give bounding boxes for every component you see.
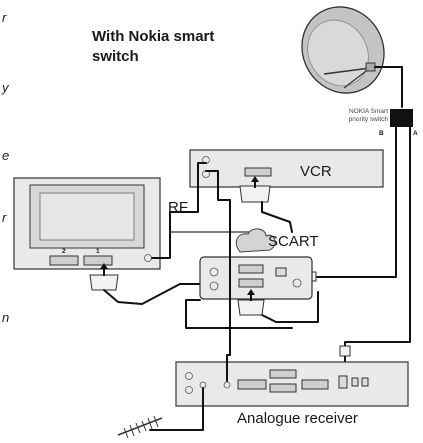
- analogue-scart-1: [237, 379, 267, 390]
- vcr-label: VCR: [300, 163, 332, 180]
- edge-char-4: r: [2, 210, 7, 225]
- analogue-scart-4: [301, 379, 329, 390]
- receiver-rf-in-connector: [209, 267, 219, 277]
- analogue-port-b: [351, 377, 359, 387]
- television: 2 1: [13, 177, 161, 270]
- analogue-lnb-plug: [339, 345, 351, 357]
- receiver-lnb-input: [292, 278, 302, 288]
- scart-cable-tv: [103, 283, 233, 305]
- vcr-body: [189, 149, 384, 188]
- terrestrial-antenna-icon: [117, 415, 163, 439]
- tv-scart-2-socket: [49, 255, 79, 266]
- scart-cable-vcr: [261, 201, 293, 233]
- tv-port-1-label: 1: [96, 248, 100, 255]
- receiver-extra-cable: [185, 299, 293, 329]
- lnb-cable: [374, 66, 403, 108]
- switch-port-b-label: B: [379, 130, 384, 137]
- edge-char-5: n: [2, 310, 9, 325]
- scart-label: SCART: [268, 233, 319, 250]
- receiver-scart-tv-socket: [238, 264, 264, 274]
- tv-port-2-label: 2: [62, 248, 66, 255]
- edge-char-3: e: [2, 148, 9, 163]
- switch-label-line-2: priority switch: [349, 116, 389, 123]
- smart-switch-box: [390, 109, 413, 127]
- rf-cable-vcr-to-receiver: [205, 170, 231, 201]
- tv-scart-plug: [89, 263, 119, 291]
- analogue-scart-2: [269, 369, 297, 379]
- analogue-ant-out: [185, 386, 193, 394]
- switch-port-a-label: A: [413, 130, 418, 137]
- receiver-rf-out-connector: [209, 281, 219, 291]
- edge-char-2: y: [1, 80, 10, 95]
- scart-cloud: [235, 228, 276, 253]
- vcr: VCR: [189, 149, 384, 188]
- analogue-receiver: [175, 361, 409, 407]
- antenna-cable: [149, 387, 204, 431]
- cable-switch-b-to-receiver: [314, 126, 397, 278]
- analogue-receiver-label: Analogue receiver: [237, 410, 358, 427]
- receiver-body: [199, 256, 313, 300]
- edge-char-1: r: [2, 10, 7, 25]
- tv-scart-1-socket: [83, 255, 113, 266]
- analogue-port-a: [338, 375, 348, 389]
- satellite-dish-icon: [301, 6, 385, 94]
- diagram-title-line-2: switch: [92, 48, 139, 65]
- satellite-receiver: [199, 256, 313, 300]
- analogue-port-c: [361, 377, 369, 387]
- vcr-scart-plug: [239, 176, 271, 203]
- rf-cable-vcr-to-analogue: [226, 199, 231, 382]
- switch-label-line-1: NOKIA Smart: [349, 108, 388, 115]
- scart-cable-receiver-loop: [261, 291, 319, 323]
- analogue-scart-3: [269, 383, 297, 393]
- diagram-title-line-1: With Nokia smart: [92, 28, 214, 45]
- rf-cable-vcr-to-tv: [151, 162, 207, 259]
- vcr-scart-socket: [244, 167, 272, 177]
- analogue-ant-in: [185, 372, 193, 380]
- receiver-port-a: [275, 267, 287, 277]
- tv-screen-inner: [39, 192, 135, 241]
- receiver-scart-vcr-socket: [238, 278, 264, 288]
